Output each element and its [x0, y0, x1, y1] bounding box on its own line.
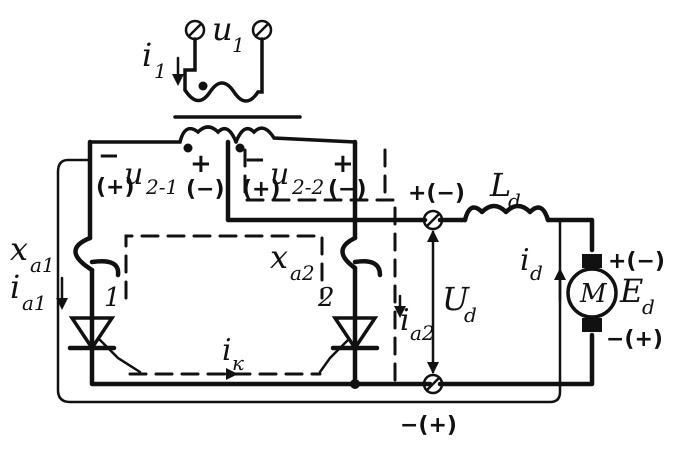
motor-circle	[566, 267, 618, 319]
motor	[566, 254, 618, 332]
output-terminal-minus	[422, 373, 444, 395]
label-ik: i	[222, 333, 232, 368]
label-motor: M	[579, 279, 608, 309]
pol-motor-top: +(−)	[608, 249, 665, 274]
junction-dot	[350, 379, 360, 389]
label-Ed-sub: d	[642, 295, 655, 319]
label-ia2-sub: a2	[410, 321, 435, 345]
primary-coil	[183, 81, 260, 103]
label-ia2: i	[400, 303, 410, 338]
primary-winding	[172, 19, 273, 103]
label-Ud: U	[442, 280, 470, 318]
output-terminals	[422, 209, 444, 395]
ia1-arrow	[56, 298, 68, 310]
thyristor-1	[67, 316, 142, 374]
label-thyristor-1: 1	[104, 283, 121, 313]
label-xa1-sub: a1	[30, 253, 55, 277]
label-xa2: x	[270, 238, 288, 276]
label-u1: u	[212, 10, 233, 48]
pol-output-top: +(−)	[408, 181, 465, 206]
label-ia1: i	[10, 268, 20, 306]
solid-wires	[56, 139, 595, 404]
id-arrow	[554, 268, 566, 280]
pol-u22-top-right: +	[332, 149, 354, 179]
pol-u22-top-left: −	[244, 145, 266, 175]
pol-motor-bottom: −(+)	[606, 327, 663, 352]
label-Ld: L	[489, 166, 511, 204]
label-u22: u	[270, 157, 289, 192]
secondary1-polarity-dot	[183, 143, 193, 153]
label-u21-sub: 2-1	[145, 175, 178, 199]
label-u22-sub: 2-2	[291, 175, 324, 199]
label-xa1: x	[10, 230, 28, 268]
ia2-arrow	[394, 306, 406, 318]
label-i1: i	[142, 36, 152, 74]
label-ik-sub: к	[232, 351, 244, 375]
pol-u21-bottom-right: (−)	[186, 177, 225, 202]
commutation-loop	[124, 234, 324, 300]
ik-arrow	[226, 368, 238, 380]
pol-u21-bottom-left: (+)	[96, 175, 135, 200]
primary-polarity-dot	[198, 81, 208, 91]
pol-output-bottom: −(+)	[400, 413, 457, 438]
reactor-xa1	[73, 235, 95, 273]
label-thyristor-2: 2	[317, 283, 335, 313]
label-ia1-sub: a1	[22, 291, 47, 315]
label-id: i	[520, 243, 530, 278]
pol-u22-bottom-right: (−)	[328, 177, 367, 202]
label-Ld-sub: d	[508, 189, 521, 213]
secondary-coil-2-2	[234, 126, 357, 144]
secondary-windings	[88, 125, 357, 153]
Ud-arrow	[427, 362, 439, 374]
dashed-current-paths	[124, 148, 397, 392]
pol-u22-bottom-left: (+)	[242, 177, 281, 202]
reactor-xa2	[340, 235, 358, 271]
thyristor-2	[318, 316, 380, 374]
label-Ud-sub: d	[464, 303, 477, 327]
label-i1-sub: 1	[154, 59, 167, 83]
label-Ed: E	[619, 272, 643, 310]
i1-arrow	[172, 74, 184, 86]
secondary2-polarity-dot	[235, 143, 245, 153]
label-u21: u	[124, 157, 143, 192]
secondary-coil-2-1	[88, 125, 238, 144]
label-xa2-sub: a2	[290, 261, 315, 285]
label-u1-sub: 1	[232, 33, 245, 57]
label-id-sub: d	[530, 261, 543, 285]
inductor-Ld	[462, 203, 551, 223]
pol-u21-top-left: −	[98, 141, 120, 171]
pol-u21-top-right: +	[190, 149, 212, 179]
output-terminal-plus	[422, 209, 444, 231]
